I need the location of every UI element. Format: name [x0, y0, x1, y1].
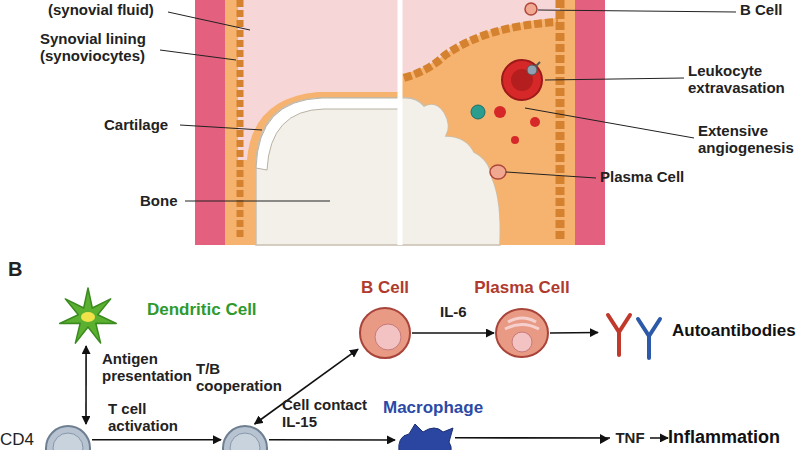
edge-label: Cell contact IL-15: [282, 396, 386, 431]
tcell-shape: [221, 424, 269, 450]
leader-line: [160, 50, 236, 60]
leader-line: [168, 12, 250, 30]
edge-label: Antigen presentation: [102, 350, 202, 385]
cell-node: CD4: [44, 424, 92, 450]
synovial-lining: [556, 0, 565, 240]
part-label: Cartilage: [104, 116, 194, 133]
leader-line: [525, 108, 694, 138]
cell-label: Plasma Cell: [464, 278, 580, 298]
blood-vessel: [502, 60, 542, 100]
plasma-cell-icon: [490, 165, 506, 179]
arrow-head: [600, 434, 609, 444]
cell-node: Plasma Cell: [494, 307, 550, 359]
leukocyte-icon: [527, 65, 537, 75]
leader-lines: [160, 10, 736, 201]
edge-label: T cell activation: [108, 400, 198, 435]
cell-label: Dendritic Cell: [147, 300, 257, 320]
cell-node: Inflammation: [668, 427, 793, 449]
arrow-connector: [92, 439, 221, 441]
synovium: [225, 0, 575, 245]
cell-node: [221, 424, 269, 450]
macrophage-icon: [471, 105, 485, 119]
pannus: [424, 95, 512, 245]
bcell-shape: [358, 306, 412, 360]
panel-divider: [398, 0, 403, 245]
part-label: Extensive angiogenesis: [698, 122, 798, 157]
new-vessel: [511, 136, 519, 144]
cell-label: Autoantibodies: [672, 321, 796, 341]
cell-node: Dendritic Cell: [57, 288, 119, 346]
edge-label: T/B cooperation: [196, 360, 292, 395]
leader-line: [506, 172, 596, 178]
arrow-connector: [550, 332, 598, 334]
new-vessel: [530, 117, 540, 127]
arrow-connector: [412, 332, 494, 334]
synovial-fluid: [400, 0, 560, 74]
edge-label: IL-6: [440, 303, 490, 320]
b-cell-icon: [525, 3, 537, 15]
cell-node: Autoantibodies: [598, 305, 798, 360]
part-label: Plasma Cell: [600, 168, 710, 185]
plasma-shape: [494, 307, 550, 359]
leader-line: [545, 78, 684, 80]
synovial-lining: [237, 0, 244, 240]
cell-label: Macrophage: [383, 398, 483, 418]
leader-line: [180, 125, 262, 130]
dendritic-shape: [57, 288, 119, 346]
arrow-connector: [85, 346, 87, 424]
part-label: Bone: [140, 192, 200, 209]
tcell-shape: [44, 424, 92, 450]
cell-node: B Cell: [358, 306, 412, 360]
cell-node: Macrophage: [395, 422, 455, 450]
part-label: (synovial fluid): [48, 1, 208, 18]
cell-label: Inflammation: [668, 427, 780, 448]
edge-label: TNF: [610, 429, 650, 446]
part-label: Synovial lining (synoviocytes): [40, 30, 162, 65]
cell-label: CD4: [0, 430, 34, 450]
part-label: B Cell: [740, 1, 800, 18]
new-vessel: [494, 106, 506, 118]
cell-label: B Cell: [328, 278, 442, 298]
macro-shape: [395, 422, 455, 450]
synovial-lining: [404, 22, 558, 78]
leader-line: [185, 201, 330, 202]
arrow-connector: [269, 439, 395, 441]
joint-capsule: [195, 0, 605, 245]
part-label: Leukocyte extravasation: [688, 62, 798, 97]
part-label: B: [8, 258, 38, 281]
cartilage: [256, 98, 400, 170]
leader-line: [538, 10, 736, 12]
